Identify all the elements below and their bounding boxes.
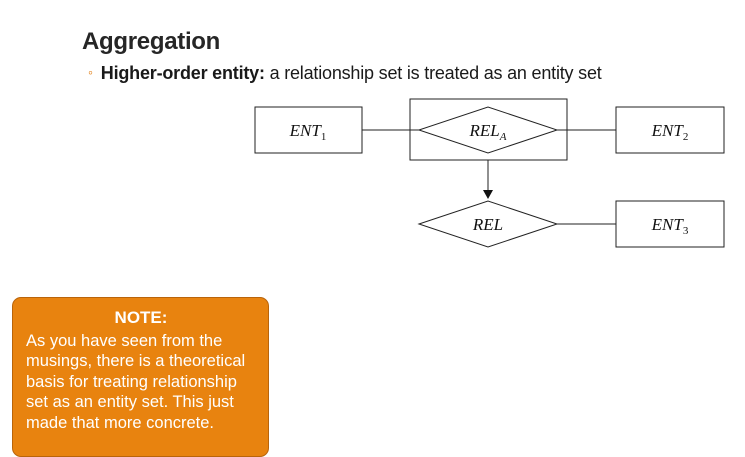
entity-ent3	[615, 200, 725, 248]
bullet-term: Higher-order entity:	[100, 63, 265, 83]
entity-ent1	[254, 106, 363, 154]
relationship-rela	[417, 106, 559, 154]
slide-title: Aggregation	[82, 28, 221, 55]
note-title: NOTE:	[114, 308, 168, 327]
bullet-marker-icon: ◦	[88, 64, 93, 80]
bullet-item: ◦ Higher-order entity: a relationship set…	[88, 63, 602, 84]
er-diagram: ENT1 RELA ENT2 REL ENT3	[254, 98, 725, 248]
label-rel: REL	[472, 215, 503, 234]
label-rela: RELA	[469, 121, 507, 143]
label-ent1: ENT1	[289, 121, 327, 143]
bullet-text: a relationship set is treated as an enti…	[264, 63, 602, 83]
entity-ent2	[615, 106, 725, 154]
note-callout: NOTE: As you have seen from the musings,…	[12, 297, 269, 457]
label-ent2: ENT2	[651, 121, 689, 143]
relationship-rel	[417, 200, 559, 248]
note-body: As you have seen from the musings, there…	[26, 331, 246, 432]
label-ent3: ENT3	[651, 215, 689, 237]
